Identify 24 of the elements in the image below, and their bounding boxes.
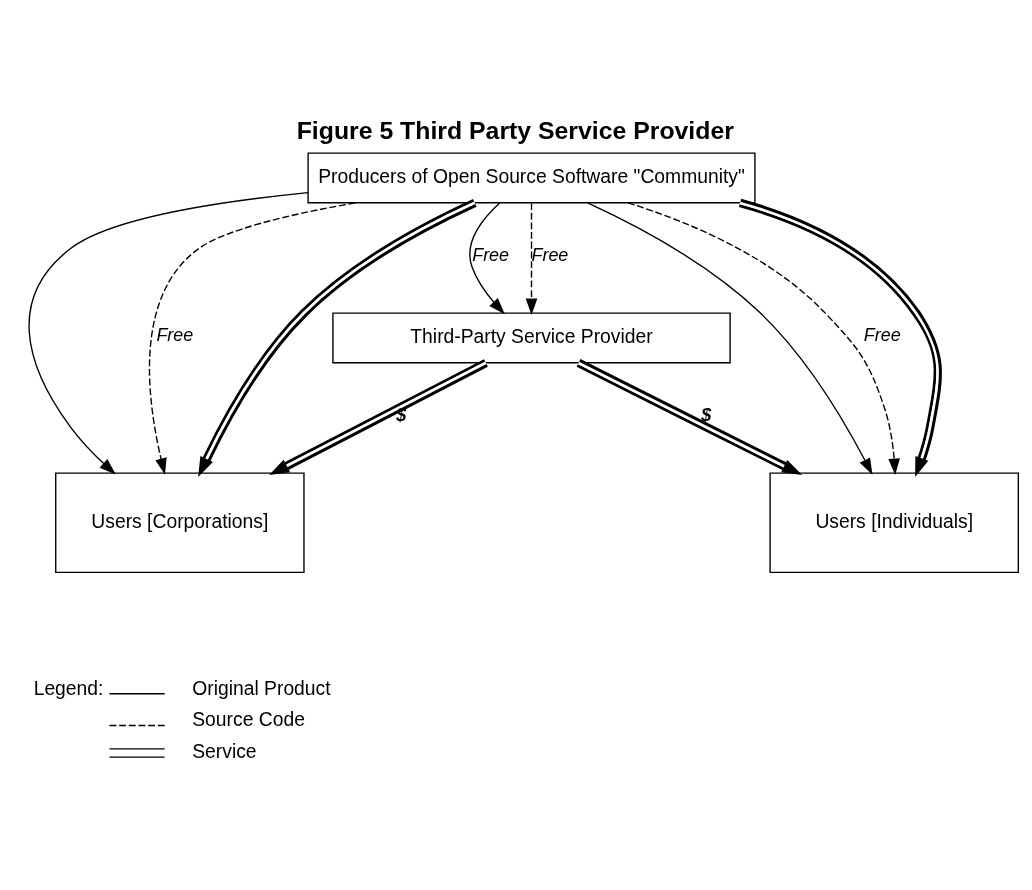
arrow (469, 201, 505, 314)
label: Legend: (33, 677, 104, 699)
arrow (738, 198, 942, 477)
arrow (269, 358, 488, 475)
legend-label: Source Code (192, 708, 305, 730)
diagram-title: Figure 5 Third Party Service Provider (296, 116, 734, 144)
node-box: Producers of Open Source Software "Community" (307, 151, 756, 203)
arrow (627, 201, 900, 475)
edge-label: Free (863, 324, 901, 345)
arrow (148, 201, 357, 475)
edge-label: $ (701, 404, 712, 425)
arrow (576, 358, 802, 475)
node-box: Users [Corporations] (55, 471, 305, 573)
edge-label: Free (472, 244, 510, 265)
legend-label: Original Product (192, 677, 331, 699)
arrow (28, 191, 309, 474)
legend-label: Service (192, 740, 257, 762)
node-box: Users [Individuals] (769, 471, 1020, 573)
arrow (525, 202, 538, 315)
node-box: Third-Party Service Provider (332, 311, 731, 363)
edge-label: Free (156, 324, 194, 345)
arrow (198, 198, 477, 477)
edge-label: Free (531, 244, 569, 265)
arrow (587, 201, 873, 475)
